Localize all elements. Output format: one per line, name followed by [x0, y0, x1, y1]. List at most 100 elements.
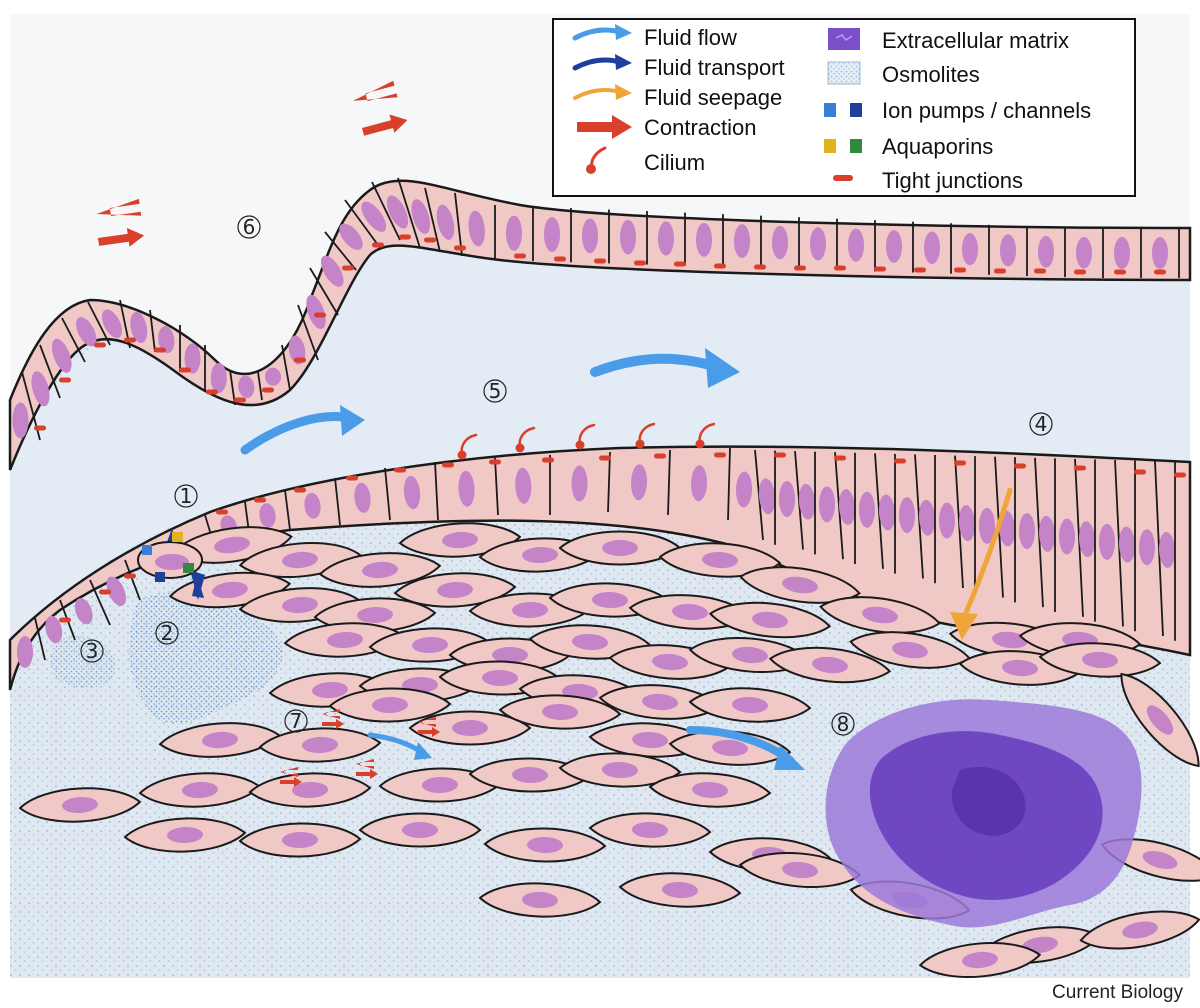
tight-junction — [654, 453, 666, 459]
cell-nucleus — [838, 489, 856, 526]
tight-junction — [714, 263, 726, 269]
cilium — [695, 439, 705, 449]
cell-nucleus — [468, 210, 485, 247]
cell-nucleus — [979, 507, 995, 544]
tight-junction — [834, 265, 846, 271]
tight-junction — [599, 455, 611, 461]
fluid-flow-arrow-icon — [572, 24, 632, 41]
tight-junction — [674, 261, 686, 267]
tight-junction — [914, 267, 926, 273]
svg-text:Fluid transport: Fluid transport — [644, 55, 785, 80]
cell-nucleus — [51, 338, 72, 373]
svg-text:Contraction: Contraction — [644, 115, 757, 140]
fluid-flow-arrows — [240, 348, 805, 770]
svg-text:Osmolites: Osmolites — [882, 62, 980, 87]
svg-text:1: 1 — [180, 484, 193, 508]
tight-junction — [294, 357, 306, 363]
cilium — [635, 439, 645, 449]
cell-nucleus — [506, 215, 522, 251]
tight-junction — [554, 256, 566, 262]
cell-nucleus — [630, 464, 648, 501]
cell-nucleus — [130, 312, 148, 343]
cell-nucleus — [411, 199, 431, 234]
cell-nucleus — [436, 204, 455, 240]
cell-nucleus — [690, 465, 708, 502]
tight-junction — [154, 347, 166, 353]
cell-nucleus — [101, 309, 123, 338]
cell-nucleus — [962, 232, 978, 266]
marker-6: 6 — [237, 215, 261, 239]
tight-junction — [254, 497, 266, 503]
cilia — [457, 422, 716, 460]
svg-text:Tight junctions: Tight junctions — [882, 168, 1023, 193]
cell-nucleus — [184, 343, 201, 374]
cell-nucleus — [735, 471, 753, 508]
cell-nucleus — [1099, 523, 1115, 560]
tight-junction-icon — [833, 175, 853, 181]
cell-nucleus — [734, 224, 750, 259]
cell-nucleus — [74, 598, 93, 625]
cell-nucleus — [304, 492, 321, 519]
cell-nucleus — [544, 217, 560, 252]
legend: Fluid flow Fluid transport Fluid seepage… — [552, 18, 1136, 197]
cell-nucleus — [515, 467, 532, 504]
cell-nucleus — [1152, 237, 1168, 269]
cell-nucleus — [12, 402, 29, 439]
cell-nucleus — [658, 221, 674, 256]
tight-junction — [1014, 463, 1026, 469]
cell-nucleus — [1019, 513, 1035, 550]
cell-nucleus — [924, 231, 940, 265]
tight-junction — [994, 268, 1006, 274]
aquaporins-icon — [824, 139, 862, 153]
svg-text:Cilium: Cilium — [644, 150, 705, 175]
tight-junction — [294, 487, 306, 493]
contraction-arrows — [96, 80, 440, 787]
fluid-flow-arrow — [240, 412, 355, 455]
cell-nucleus — [1038, 235, 1054, 268]
tight-junction — [346, 475, 358, 481]
ion-pump-icon — [155, 572, 165, 582]
fluid-flow-arrow-head — [340, 405, 365, 436]
cell-nucleus — [939, 502, 955, 539]
tight-junction — [216, 509, 228, 515]
tight-junction — [774, 452, 786, 458]
marker-8: 8 — [831, 712, 855, 736]
cell-nucleus — [264, 367, 282, 386]
cell-nucleus — [259, 503, 276, 528]
fluid-flow-arrow-head — [774, 745, 805, 770]
fluid-transport-arrow-icon — [572, 54, 632, 71]
tight-junction — [874, 266, 886, 272]
cell-nucleus — [819, 486, 835, 523]
tight-junction — [59, 617, 71, 623]
tight-junction — [124, 573, 136, 579]
tight-junction — [954, 267, 966, 273]
fluid-flow-arrow-head — [705, 348, 740, 388]
cell-nucleus — [1114, 237, 1130, 269]
journal-credit: Current Biology — [1052, 982, 1183, 1003]
site-markers: 1 2 3 4 5 6 7 8 — [80, 215, 1053, 736]
marker-1: 1 — [174, 484, 198, 508]
svg-text:4: 4 — [1035, 412, 1048, 436]
cell-nucleus — [779, 481, 795, 518]
cell-nucleus — [620, 219, 636, 255]
cilium — [457, 450, 467, 460]
marker-3: 3 — [80, 639, 104, 663]
tight-junction — [99, 589, 111, 595]
site-1-cell — [137, 532, 203, 582]
cell-nucleus — [386, 195, 409, 229]
svg-text:Fluid seepage: Fluid seepage — [644, 85, 782, 110]
svg-text:Extracellular matrix: Extracellular matrix — [882, 28, 1069, 53]
tight-junctions — [34, 234, 1186, 623]
tight-junction — [1174, 472, 1186, 478]
fluid-seepage-arrow — [950, 487, 1013, 640]
cell-nucleus — [158, 326, 175, 354]
cell-nucleus — [810, 227, 826, 261]
tight-junction — [262, 387, 274, 393]
tight-junction — [424, 237, 436, 243]
cell-nucleus — [17, 636, 33, 668]
cell-nucleus — [403, 475, 421, 510]
cell-nucleus — [918, 499, 936, 536]
tight-junction — [489, 459, 501, 465]
extracellular-matrix-icon — [828, 28, 860, 50]
